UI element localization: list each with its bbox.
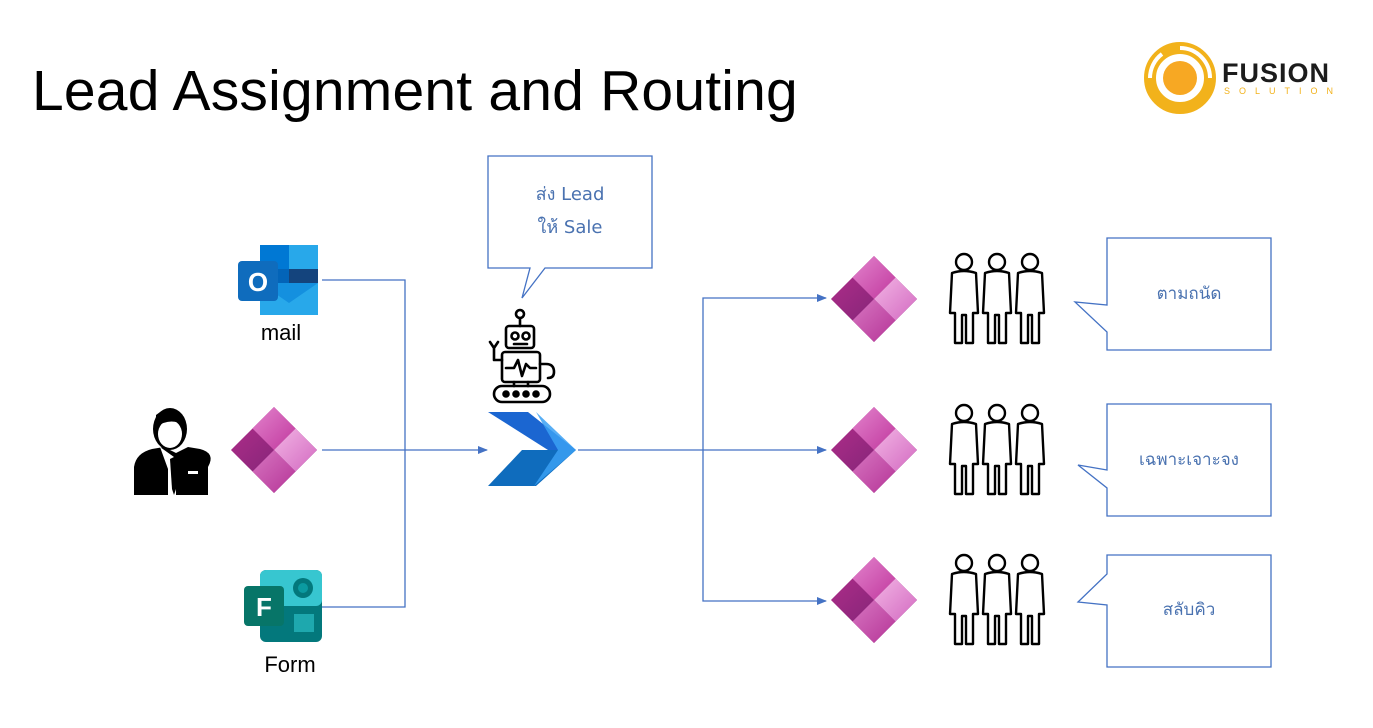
route-3-power-apps-icon <box>830 556 918 644</box>
route-2-label: เฉพาะเจาะจง <box>1139 450 1239 470</box>
route-2-people-group-icon <box>948 403 1046 496</box>
svg-text:F: F <box>256 592 272 622</box>
route-3-people-group-icon <box>948 553 1046 646</box>
robot-icon <box>488 308 556 404</box>
bot-callout-line1: ส่ง Lead <box>536 184 605 205</box>
logo-tagline: SOLUTION <box>1224 86 1343 96</box>
outlook-icon: O <box>238 245 318 315</box>
route-connectors <box>578 294 827 605</box>
route-1-callout <box>1073 237 1272 351</box>
route-1-people-group-icon <box>948 252 1046 345</box>
route-1-label: ตามถนัด <box>1157 284 1222 304</box>
mail-label: mail <box>261 320 301 345</box>
source-connectors <box>322 279 488 608</box>
page-title: Lead Assignment and Routing <box>32 59 798 123</box>
route-3-callout <box>1076 554 1272 668</box>
bot-callout <box>487 155 653 299</box>
route-3-label: สลับคิว <box>1163 600 1216 620</box>
fusion-logo <box>1140 40 1355 120</box>
svg-text:O: O <box>248 267 268 297</box>
form-label: Form <box>264 652 315 677</box>
forms-icon: F <box>244 570 322 642</box>
logo-wordmark: FUSION <box>1222 58 1331 88</box>
power-apps-icon <box>230 406 318 494</box>
bot-callout-line2: ให้ Sale <box>538 216 603 238</box>
route-2-callout <box>1077 403 1272 517</box>
businessman-icon <box>134 408 211 495</box>
route-1-power-apps-icon <box>830 255 918 343</box>
route-2-power-apps-icon <box>830 406 918 494</box>
power-automate-icon <box>488 412 576 486</box>
